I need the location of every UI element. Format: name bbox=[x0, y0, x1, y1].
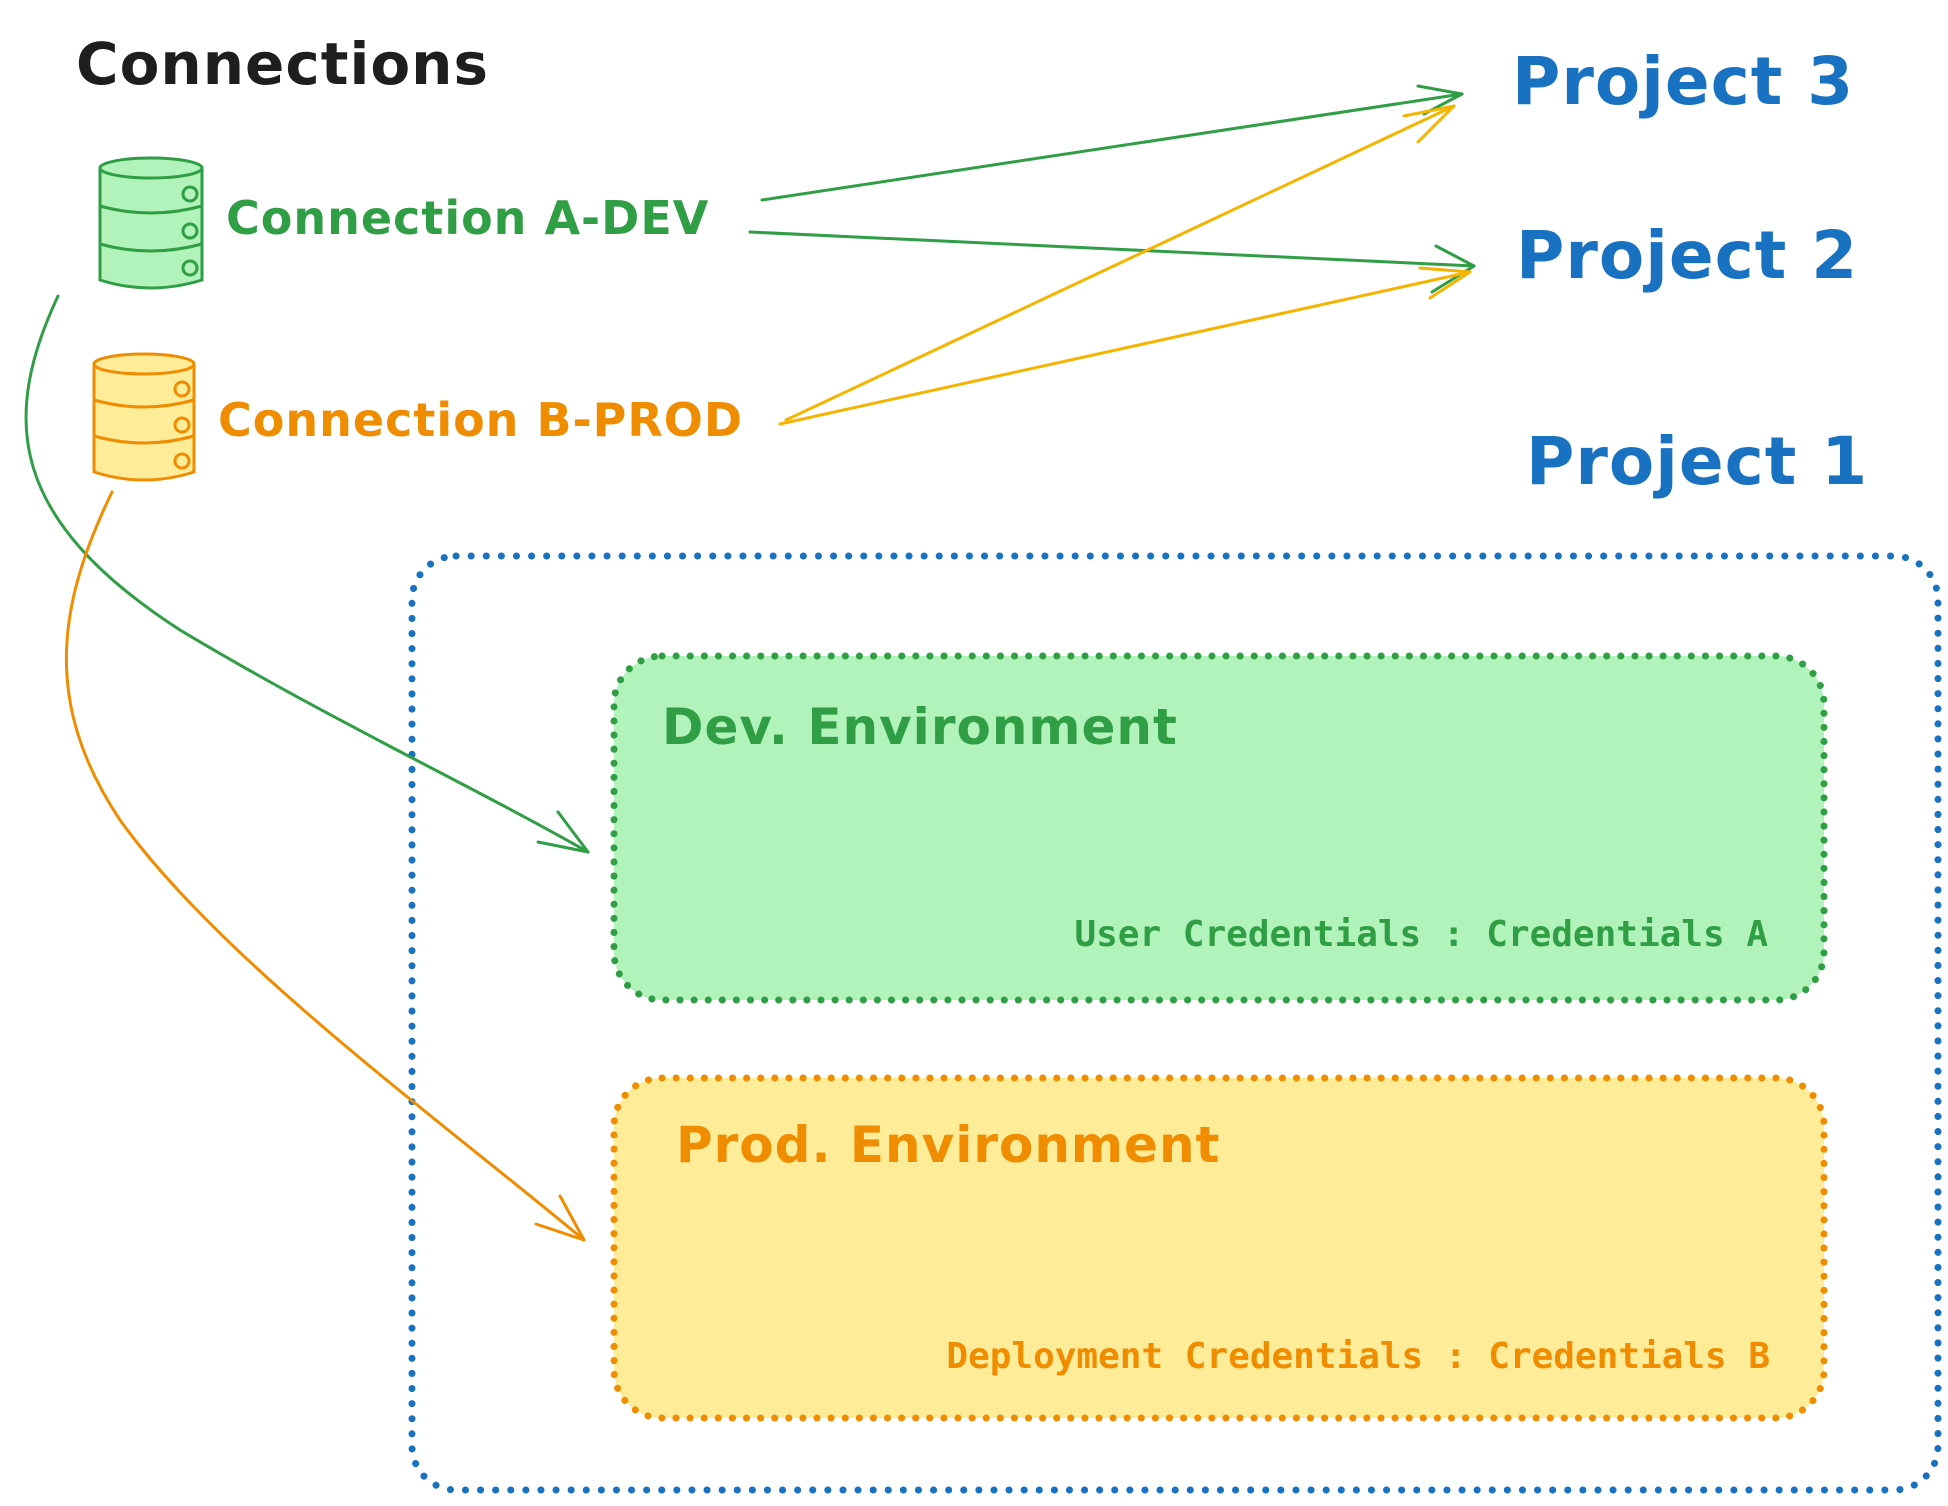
project-1-container bbox=[408, 552, 1942, 1494]
dev-environment-title: Dev. Environment bbox=[662, 698, 1178, 756]
arrow-b-prod-to-project-3 bbox=[784, 104, 1456, 422]
arrow-b-prod-to-prod-environment bbox=[65, 490, 586, 1242]
arrow-a-dev-to-project-3 bbox=[760, 84, 1464, 202]
connection-b-prod-label: Connection B-PROD bbox=[218, 393, 743, 447]
database-icon bbox=[98, 156, 204, 290]
project-3-label: Project 3 bbox=[1512, 43, 1854, 120]
arrow-b-prod-to-project-2 bbox=[778, 266, 1472, 426]
dev-environment-rect bbox=[610, 652, 1828, 1004]
prod-environment-box: Prod. Environment Deployment Credentials… bbox=[610, 1074, 1828, 1422]
dev-environment-box: Dev. Environment User Credentials : Cred… bbox=[610, 652, 1828, 1004]
prod-environment-credentials: Deployment Credentials : Credentials B bbox=[946, 1336, 1770, 1377]
database-icon bbox=[92, 352, 196, 482]
arrow-a-dev-to-project-2 bbox=[748, 230, 1476, 294]
dev-environment-credentials: User Credentials : Credentials A bbox=[1074, 914, 1768, 955]
arrow-a-dev-to-dev-environment bbox=[24, 294, 590, 854]
connection-a-dev-label: Connection A-DEV bbox=[226, 191, 709, 245]
prod-environment-title: Prod. Environment bbox=[676, 1116, 1220, 1174]
project-2-label: Project 2 bbox=[1516, 217, 1858, 294]
project-1-label: Project 1 bbox=[1526, 423, 1868, 500]
connections-title: Connections bbox=[76, 30, 489, 98]
prod-environment-rect bbox=[610, 1074, 1828, 1422]
